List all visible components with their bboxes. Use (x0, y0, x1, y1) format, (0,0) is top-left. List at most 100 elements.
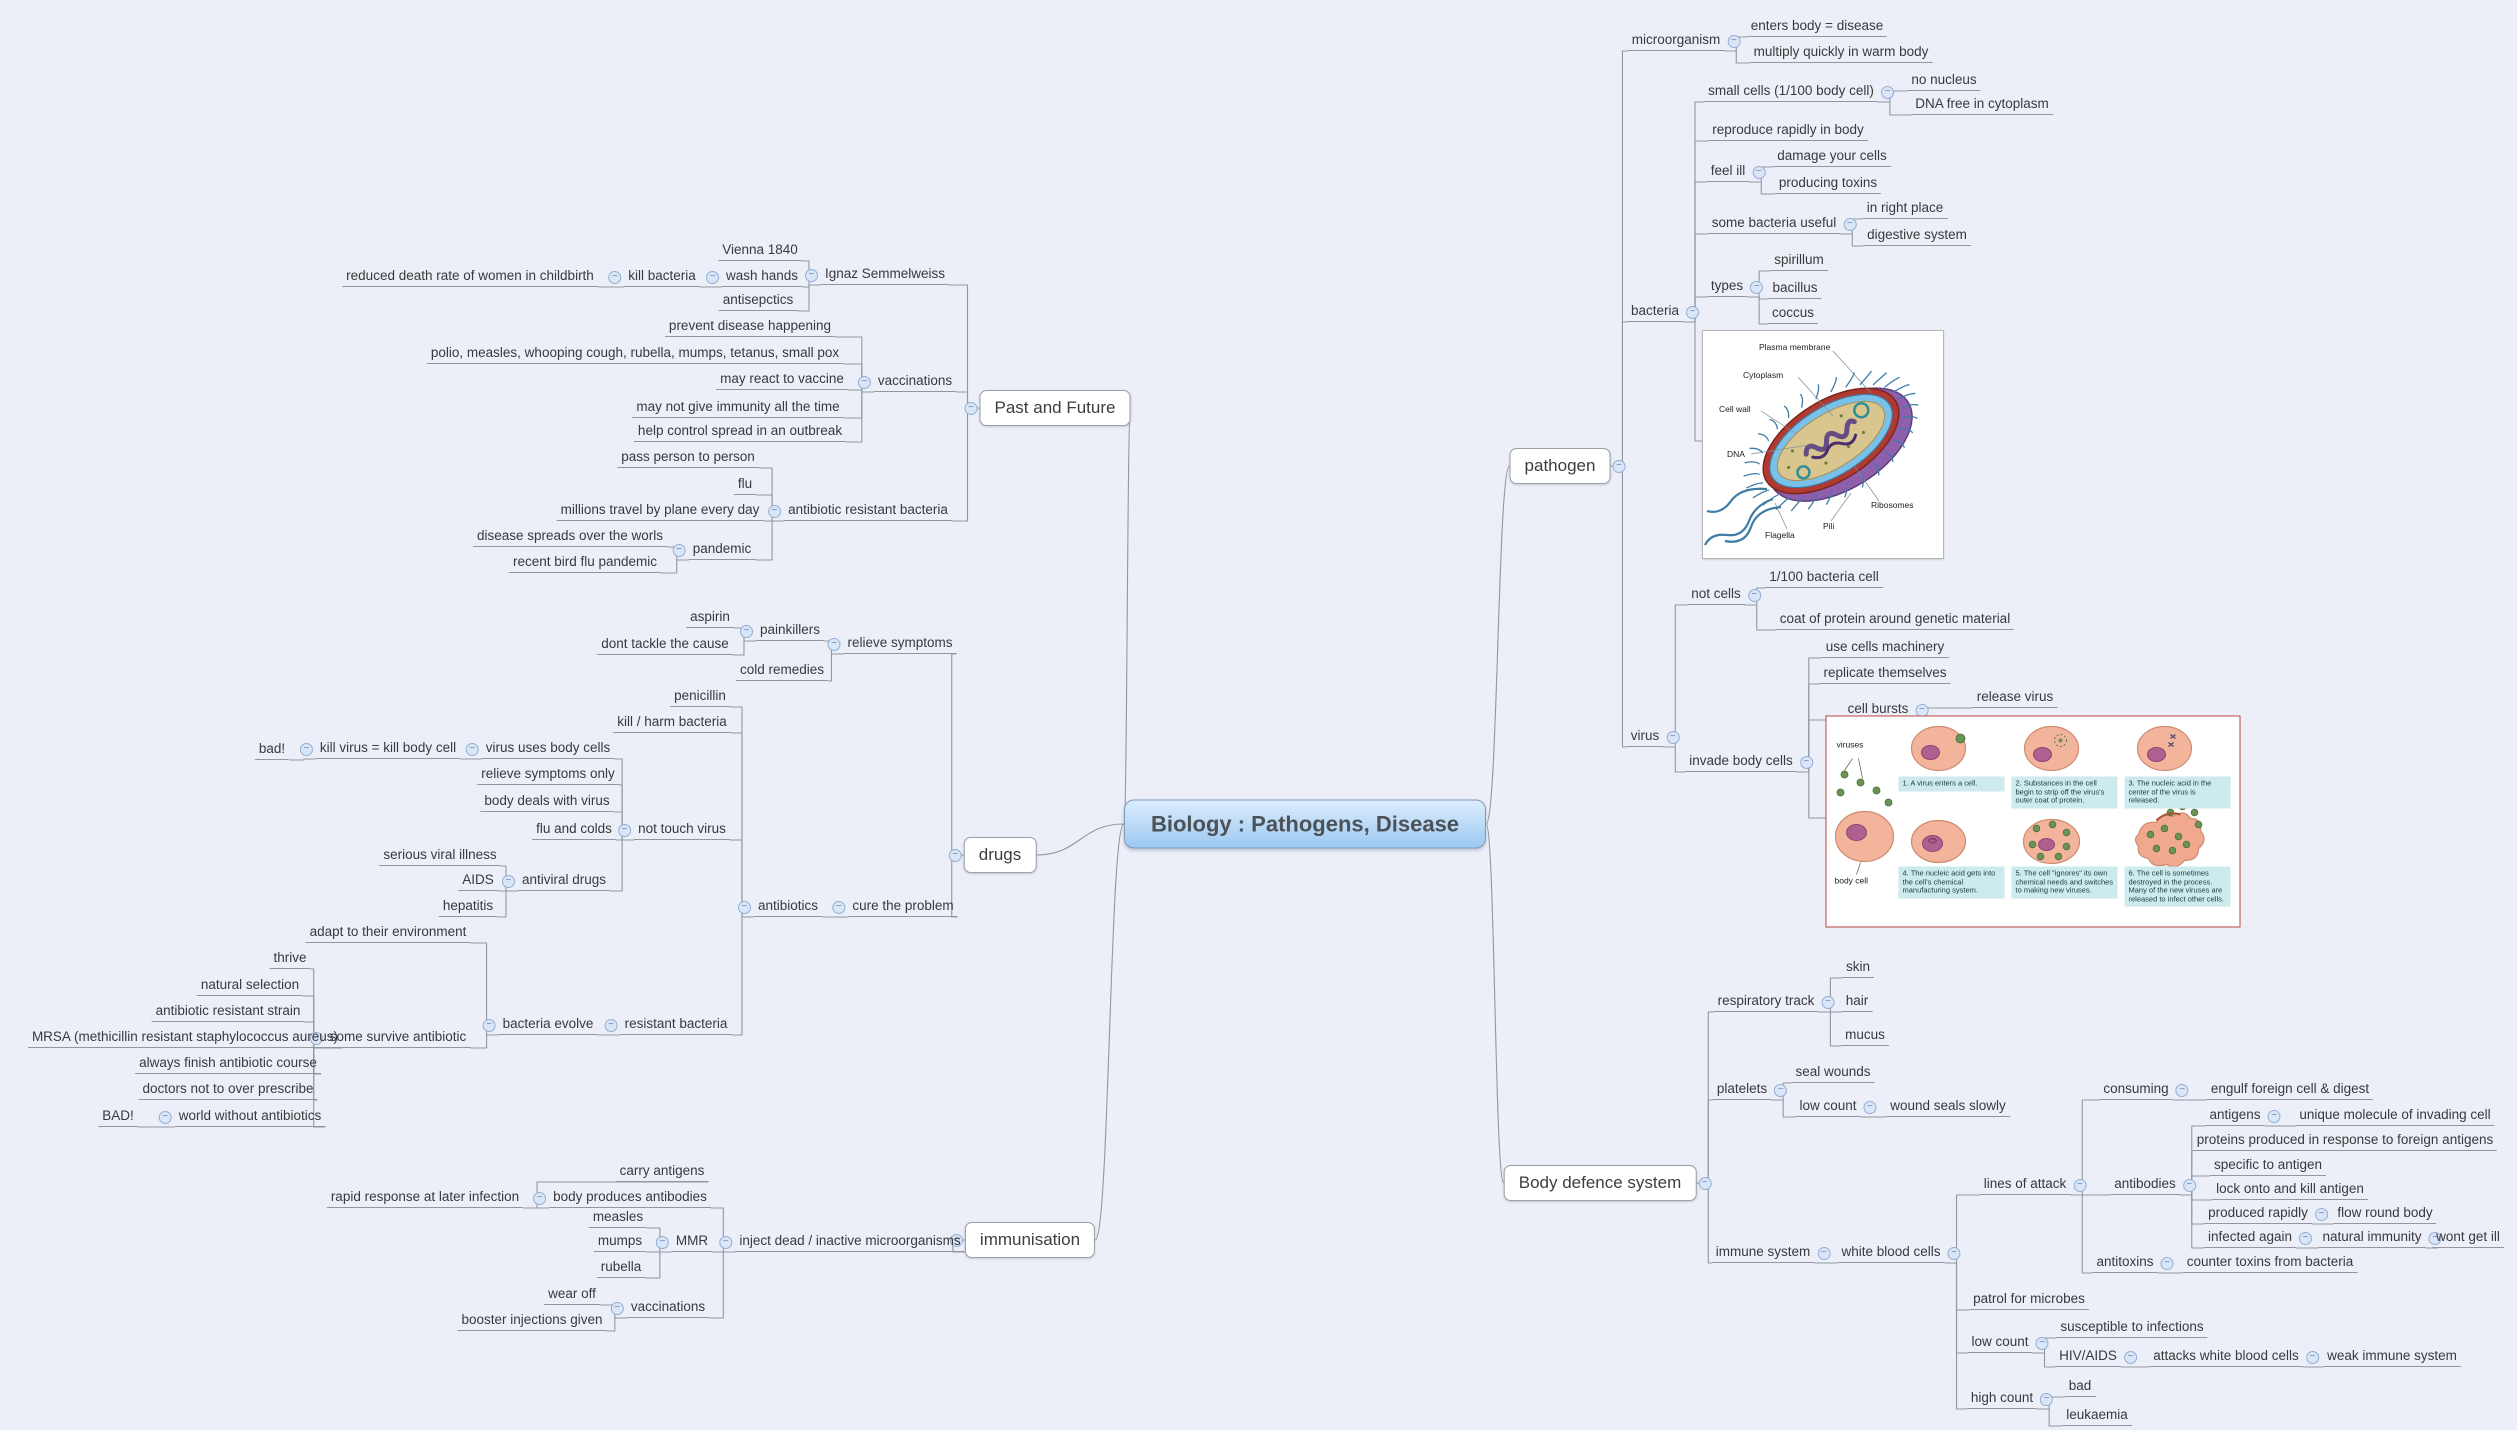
node-cr[interactable]: cold remedies (735, 661, 829, 681)
collapse-minus-icon[interactable]: − (2267, 1109, 2281, 1123)
node-idm[interactable]: inject dead / inactive microorganisms− (719, 1232, 965, 1252)
collapse-minus-icon[interactable]: − (2428, 1231, 2442, 1245)
node-arb[interactable]: antibiotic resistant bacteria− (768, 501, 952, 521)
node-drugs[interactable]: drugs− (948, 837, 1037, 873)
collapse-minus-icon[interactable]: − (2182, 1178, 2196, 1192)
node-rt[interactable]: respiratory track− (1713, 992, 1835, 1012)
node-abd[interactable]: antibodies− (2110, 1175, 2196, 1195)
collapse-minus-icon[interactable]: − (857, 375, 871, 389)
collapse-minus-icon[interactable]: − (948, 849, 962, 862)
node-hc2[interactable]: leukaemia (2062, 1406, 2132, 1426)
node-loa[interactable]: lines of attack− (1979, 1175, 2087, 1195)
node-vcb2[interactable]: booster injections given (457, 1311, 607, 1331)
collapse-minus-icon[interactable]: − (1612, 460, 1626, 473)
node-rs[interactable]: relieve symptoms− (827, 634, 957, 654)
collapse-minus-icon[interactable]: − (705, 270, 719, 284)
node-kb[interactable]: kill bacteria− (608, 267, 700, 287)
node-pk2[interactable]: dont tackle the cause (597, 635, 733, 655)
node-pk1[interactable]: aspirin (686, 608, 734, 628)
node-ab2[interactable]: kill / harm bacteria (613, 713, 731, 733)
collapse-minus-icon[interactable]: − (608, 270, 622, 284)
collapse-minus-icon[interactable]: − (655, 1235, 669, 1249)
node-bds[interactable]: Body defence system− (1503, 1165, 1712, 1201)
node-con1[interactable]: engulf foreign cell & digest (2206, 1080, 2374, 1100)
node-ntv2[interactable]: relieve symptoms only (477, 765, 619, 785)
collapse-minus-icon[interactable]: − (1947, 1246, 1961, 1260)
node-mmr2[interactable]: mumps (593, 1232, 647, 1252)
node-arb3[interactable]: millions travel by plane every day (556, 501, 764, 521)
node-b3[interactable]: feel ill− (1706, 162, 1766, 182)
node-ssa4[interactable]: MRSA (methicillin resistant staphylococc… (27, 1028, 343, 1048)
node-wh2[interactable]: antisepctics (718, 291, 798, 311)
collapse-minus-icon[interactable]: − (610, 1301, 624, 1315)
node-ab[interactable]: antibiotics− (737, 897, 823, 917)
collapse-minus-icon[interactable]: − (2123, 1350, 2137, 1364)
node-rt2[interactable]: hair (1841, 992, 1873, 1012)
collapse-minus-icon[interactable]: − (2073, 1178, 2087, 1192)
node-bpa[interactable]: body produces antibodies− (533, 1188, 711, 1208)
node-vac4[interactable]: may not give immunity all the time (632, 398, 844, 418)
node-abd3[interactable]: specific to antigen (2209, 1156, 2327, 1176)
node-pk[interactable]: painkillers− (739, 621, 825, 641)
node-mmr[interactable]: MMR− (655, 1232, 713, 1252)
node-ntv4[interactable]: flu and colds (532, 820, 616, 840)
collapse-minus-icon[interactable]: − (1817, 1246, 1831, 1260)
node-pl2[interactable]: low count− (1795, 1097, 1877, 1117)
node-v1a[interactable]: 1/100 bacteria cell (1765, 568, 1883, 588)
collapse-minus-icon[interactable]: − (2314, 1207, 2328, 1221)
node-ig[interactable]: Ignaz Semmelweiss− (804, 265, 950, 285)
node-ab1[interactable]: penicillin (670, 687, 730, 707)
node-ntv3[interactable]: body deals with virus (480, 792, 614, 812)
node-pan2[interactable]: recent bird flu pandemic (508, 553, 662, 573)
node-hiv1[interactable]: attacks white blood cells− (2149, 1347, 2319, 1367)
collapse-minus-icon[interactable]: − (2175, 1083, 2189, 1097)
node-rt1[interactable]: skin (1841, 958, 1875, 978)
node-be1[interactable]: adapt to their environment (305, 923, 471, 943)
node-ssa[interactable]: some survive antibiotic− (309, 1028, 471, 1048)
collapse-minus-icon[interactable]: − (827, 637, 841, 651)
collapse-minus-icon[interactable]: − (604, 1018, 618, 1032)
node-ag1[interactable]: unique molecule of invading cell (2295, 1106, 2495, 1126)
node-v1b[interactable]: coat of protein around genetic material (1775, 610, 2015, 630)
collapse-minus-icon[interactable]: − (737, 900, 751, 914)
collapse-minus-icon[interactable]: − (618, 823, 632, 837)
node-ntv1a[interactable]: kill virus = kill body cell− (299, 739, 461, 759)
node-b3a[interactable]: damage your cells (1773, 147, 1891, 167)
collapse-minus-icon[interactable]: − (1774, 1083, 1788, 1097)
node-b5b[interactable]: bacillus (1768, 279, 1822, 299)
collapse-minus-icon[interactable]: − (2305, 1350, 2319, 1364)
node-mmr3[interactable]: rubella (596, 1258, 646, 1278)
collapse-minus-icon[interactable]: − (2299, 1231, 2313, 1245)
node-m1[interactable]: enters body = disease (1746, 17, 1888, 37)
node-is[interactable]: immune system− (1711, 1243, 1831, 1263)
node-ni1[interactable]: wont get ill (2432, 1228, 2504, 1248)
node-v2c1[interactable]: release virus (1972, 688, 2058, 708)
node-pl[interactable]: platelets− (1712, 1080, 1788, 1100)
node-kb1[interactable]: reduced death rate of women in childbirt… (342, 267, 598, 287)
node-b4b[interactable]: digestive system (1863, 226, 1971, 246)
node-v2[interactable]: invade body cells− (1685, 752, 1813, 772)
node-con[interactable]: consuming− (2099, 1080, 2189, 1100)
node-lc1[interactable]: susceptible to infections (2056, 1318, 2208, 1338)
node-m2[interactable]: multiply quickly in warm body (1749, 43, 1933, 63)
node-bact[interactable]: bacteria− (1626, 302, 1700, 322)
node-b4a[interactable]: in right place (1862, 199, 1948, 219)
node-b5c[interactable]: coccus (1767, 304, 1819, 324)
node-ntv[interactable]: not touch virus− (618, 820, 730, 840)
node-b5a[interactable]: spirillum (1770, 251, 1828, 271)
collapse-minus-icon[interactable]: − (832, 900, 846, 914)
node-root[interactable]: Biology : Pathogens, Disease (1123, 799, 1487, 849)
collapse-minus-icon[interactable]: − (2035, 1336, 2049, 1350)
collapse-minus-icon[interactable]: − (1752, 165, 1766, 179)
node-ssa2[interactable]: natural selection (196, 976, 304, 996)
node-bpa1[interactable]: carry antigens (615, 1162, 709, 1182)
node-vac5[interactable]: help control spread in an outbreak (633, 422, 847, 442)
collapse-minus-icon[interactable]: − (1698, 1177, 1712, 1190)
node-wh1[interactable]: Vienna 1840 (718, 241, 802, 261)
collapse-minus-icon[interactable]: − (1821, 995, 1835, 1009)
collapse-minus-icon[interactable]: − (482, 1018, 496, 1032)
node-virus[interactable]: virus− (1626, 727, 1680, 747)
node-rt3[interactable]: mucus (1841, 1026, 1889, 1046)
node-abd2[interactable]: proteins produced in response to foreign… (2192, 1131, 2498, 1151)
node-b4[interactable]: some bacteria useful− (1707, 214, 1857, 234)
